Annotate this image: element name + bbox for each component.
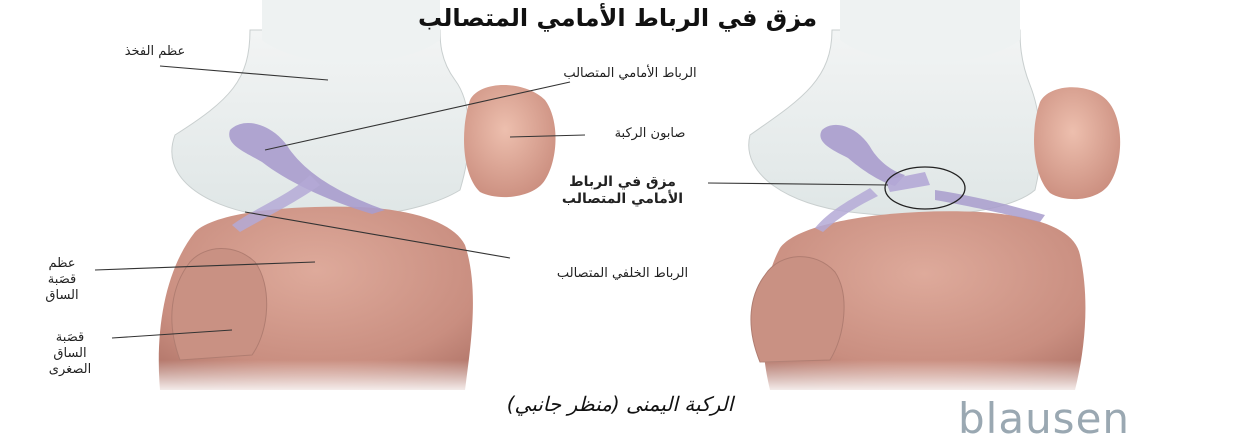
right-fibula — [751, 257, 844, 362]
label-femur: عظم الفخذ — [100, 44, 210, 60]
label-fibula-line1: قصَبة — [30, 330, 110, 346]
label-acl-tear-line1: مزق في الرباط — [545, 174, 700, 191]
left-patella — [464, 85, 556, 197]
label-tibia-line3: الساق — [28, 288, 96, 304]
label-tibia-line1: عظم — [28, 256, 96, 272]
label-pcl: الرباط الخلفي المتصالب — [510, 266, 735, 282]
page-title: مزق في الرباط الأمامي المتصالب — [0, 4, 1235, 32]
left-knee — [150, 0, 556, 395]
brand-logo: blausen — [958, 394, 1130, 443]
label-fibula-line2: الساق — [30, 346, 110, 362]
label-fibula: قصَبة الساق الصغرى — [30, 330, 110, 378]
label-acl: الرباط الأمامي المتصالب — [520, 66, 740, 82]
label-fibula-line3: الصغرى — [30, 362, 110, 378]
label-patella: صابون الركبة — [585, 126, 715, 142]
label-tibia: عظم قصَبة الساق — [28, 256, 96, 304]
right-knee — [749, 0, 1120, 395]
caption: الركبة اليمنى (منظر جانبي) — [340, 392, 900, 416]
right-patella — [1034, 87, 1120, 199]
label-acl-tear: مزق في الرباط الأمامي المتصالب — [545, 174, 700, 208]
label-acl-tear-line2: الأمامي المتصالب — [545, 191, 700, 208]
label-tibia-line2: قصَبة — [28, 272, 96, 288]
